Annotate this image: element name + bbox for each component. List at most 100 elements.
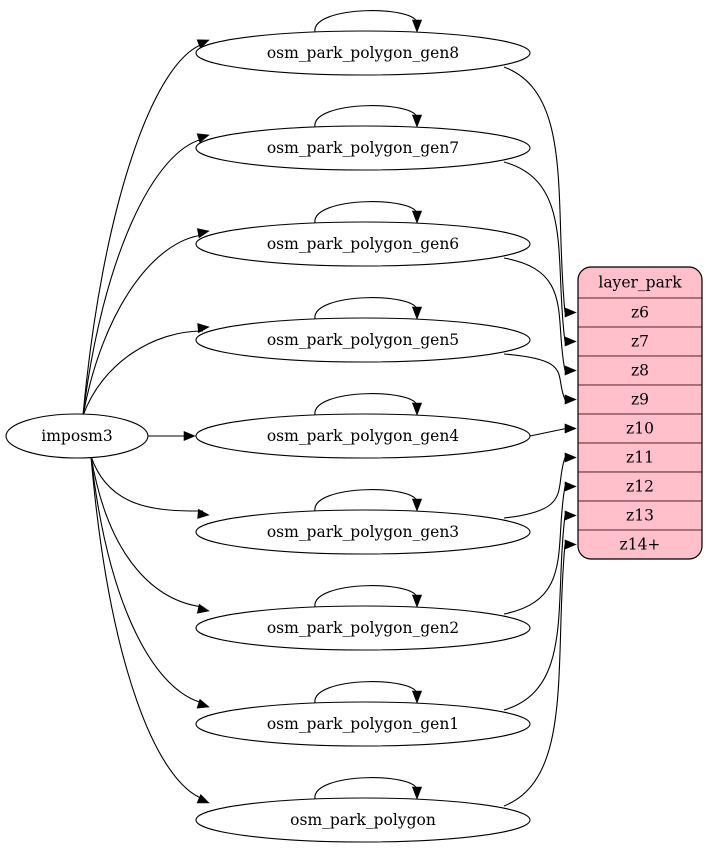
table-header-label: layer_park bbox=[598, 274, 682, 292]
edge-root-to-node bbox=[90, 456, 204, 608]
edge-root-to-node bbox=[82, 330, 204, 416]
self-loop-edge bbox=[314, 10, 418, 33]
self-loop-edge bbox=[314, 489, 418, 512]
node-shape[interactable] bbox=[195, 605, 531, 651]
edge-arrowhead bbox=[564, 307, 577, 318]
edge-arrowhead bbox=[196, 698, 210, 709]
edge-arrowhead bbox=[197, 508, 210, 519]
node-label: osm_park_polygon_gen3 bbox=[267, 523, 459, 541]
self-loop-edge bbox=[314, 201, 418, 224]
node-shape[interactable] bbox=[195, 317, 531, 363]
edge-node-to-row bbox=[503, 457, 566, 519]
node-label: osm_park_polygon_gen5 bbox=[267, 331, 459, 349]
node-label: osm_park_polygon_gen1 bbox=[267, 715, 459, 733]
root-node-shape[interactable] bbox=[5, 413, 149, 459]
edge-root-to-node bbox=[90, 456, 204, 800]
edge-arrowhead bbox=[196, 228, 210, 239]
edge-node-to-row bbox=[503, 66, 566, 313]
table-row-label-z13: z13 bbox=[626, 507, 654, 525]
node-label: osm_park_polygon bbox=[290, 811, 436, 829]
table-row-label-z6: z6 bbox=[631, 304, 649, 322]
table-row-label-z10: z10 bbox=[626, 420, 654, 438]
edge-node-to-row bbox=[503, 161, 566, 342]
node-shape[interactable] bbox=[195, 701, 531, 747]
table-row-cell[interactable] bbox=[578, 384, 702, 415]
edge-arrowhead bbox=[183, 430, 196, 442]
edge-arrowhead bbox=[564, 539, 577, 550]
table-row-label-z14+: z14+ bbox=[620, 536, 661, 554]
graph-node-gen5[interactable]: osm_park_polygon_gen5 bbox=[195, 297, 531, 363]
graph-node-root-imposm3[interactable]: imposm3 bbox=[5, 413, 149, 459]
self-loop-edge bbox=[314, 297, 418, 320]
edge-root-to-node bbox=[82, 234, 204, 416]
table-node-layer-park[interactable]: layer_park z6 z7 z8 z9 z10 z11 z12 z13 z14+ bbox=[577, 266, 703, 560]
node-shape[interactable] bbox=[195, 30, 531, 76]
table-row-cell[interactable] bbox=[578, 413, 702, 444]
node-shape[interactable] bbox=[195, 125, 531, 171]
edge-node-to-row bbox=[503, 353, 566, 400]
edge-arrowhead bbox=[564, 481, 577, 492]
edge-node-to-row bbox=[503, 515, 566, 711]
table-row-label-z7: z7 bbox=[631, 333, 649, 351]
edge-arrowhead bbox=[196, 793, 210, 804]
edge-root-to-node bbox=[90, 456, 204, 704]
edge-arrowhead bbox=[564, 336, 577, 347]
edge-arrowhead bbox=[196, 603, 210, 614]
table-row-label-z9: z9 bbox=[631, 391, 649, 409]
edge-arrowhead bbox=[564, 423, 577, 434]
edge-node-to-row bbox=[503, 544, 566, 807]
edge-arrowhead bbox=[564, 510, 577, 521]
self-loop-edge bbox=[314, 585, 418, 608]
graph-node-gen7[interactable]: osm_park_polygon_gen7 bbox=[195, 105, 531, 171]
node-label: osm_park_polygon_gen7 bbox=[267, 139, 459, 157]
graph-node-gen3[interactable]: osm_park_polygon_gen3 bbox=[195, 489, 531, 555]
self-loop-edge bbox=[314, 777, 418, 800]
table-row-cell[interactable] bbox=[578, 500, 702, 531]
self-loop-edge bbox=[314, 393, 418, 416]
table-row-cell[interactable] bbox=[578, 326, 702, 357]
graph-node-gen4[interactable]: osm_park_polygon_gen4 bbox=[195, 393, 531, 459]
graph-node-base[interactable]: osm_park_polygon bbox=[195, 777, 531, 843]
node-label: osm_park_polygon_gen6 bbox=[267, 235, 459, 253]
edge-arrowhead bbox=[411, 402, 423, 416]
self-loop-edge bbox=[314, 681, 418, 704]
node-shape[interactable] bbox=[195, 221, 531, 267]
table-header-cell bbox=[578, 267, 702, 299]
edge-arrowhead bbox=[196, 133, 210, 144]
edge-arrowhead bbox=[564, 394, 577, 405]
table-row-cell[interactable] bbox=[578, 297, 702, 328]
node-shape[interactable] bbox=[195, 509, 531, 555]
edge-arrowhead bbox=[411, 786, 423, 800]
node-shape[interactable] bbox=[195, 797, 531, 843]
edge-root-to-node bbox=[82, 43, 204, 416]
table-row-label-z12: z12 bbox=[626, 478, 654, 496]
edge-arrowhead bbox=[564, 365, 577, 376]
edge-node-to-row bbox=[503, 257, 566, 371]
table-row-cell[interactable] bbox=[578, 355, 702, 386]
node-label: osm_park_polygon_gen2 bbox=[267, 619, 459, 637]
graph-node-gen1[interactable]: osm_park_polygon_gen1 bbox=[195, 681, 531, 747]
table-row-label-z11: z11 bbox=[626, 449, 654, 467]
root-node-label: imposm3 bbox=[41, 427, 112, 445]
edge-arrowhead bbox=[411, 498, 423, 512]
edge-root-to-node bbox=[82, 138, 204, 416]
edge-arrowhead bbox=[196, 39, 210, 49]
graph-node-gen6[interactable]: osm_park_polygon_gen6 bbox=[195, 201, 531, 267]
edge-arrowhead bbox=[197, 323, 210, 334]
table-row-cell[interactable] bbox=[578, 442, 702, 473]
edge-arrowhead bbox=[411, 114, 423, 128]
table-row-label-z8: z8 bbox=[631, 362, 649, 380]
edge-arrowhead bbox=[564, 452, 577, 463]
node-label: osm_park_polygon_gen8 bbox=[267, 44, 459, 62]
table-row-cell[interactable] bbox=[578, 529, 702, 559]
graph-node-gen2[interactable]: osm_park_polygon_gen2 bbox=[195, 585, 531, 651]
edge-arrowhead bbox=[411, 594, 423, 608]
graph-node-gen8[interactable]: osm_park_polygon_gen8 bbox=[195, 10, 531, 76]
edge-arrowhead bbox=[411, 306, 423, 320]
edge-arrowhead bbox=[411, 210, 423, 224]
node-shape[interactable] bbox=[195, 413, 531, 459]
table-outline bbox=[577, 266, 703, 560]
edge-root-to-node bbox=[90, 456, 204, 512]
